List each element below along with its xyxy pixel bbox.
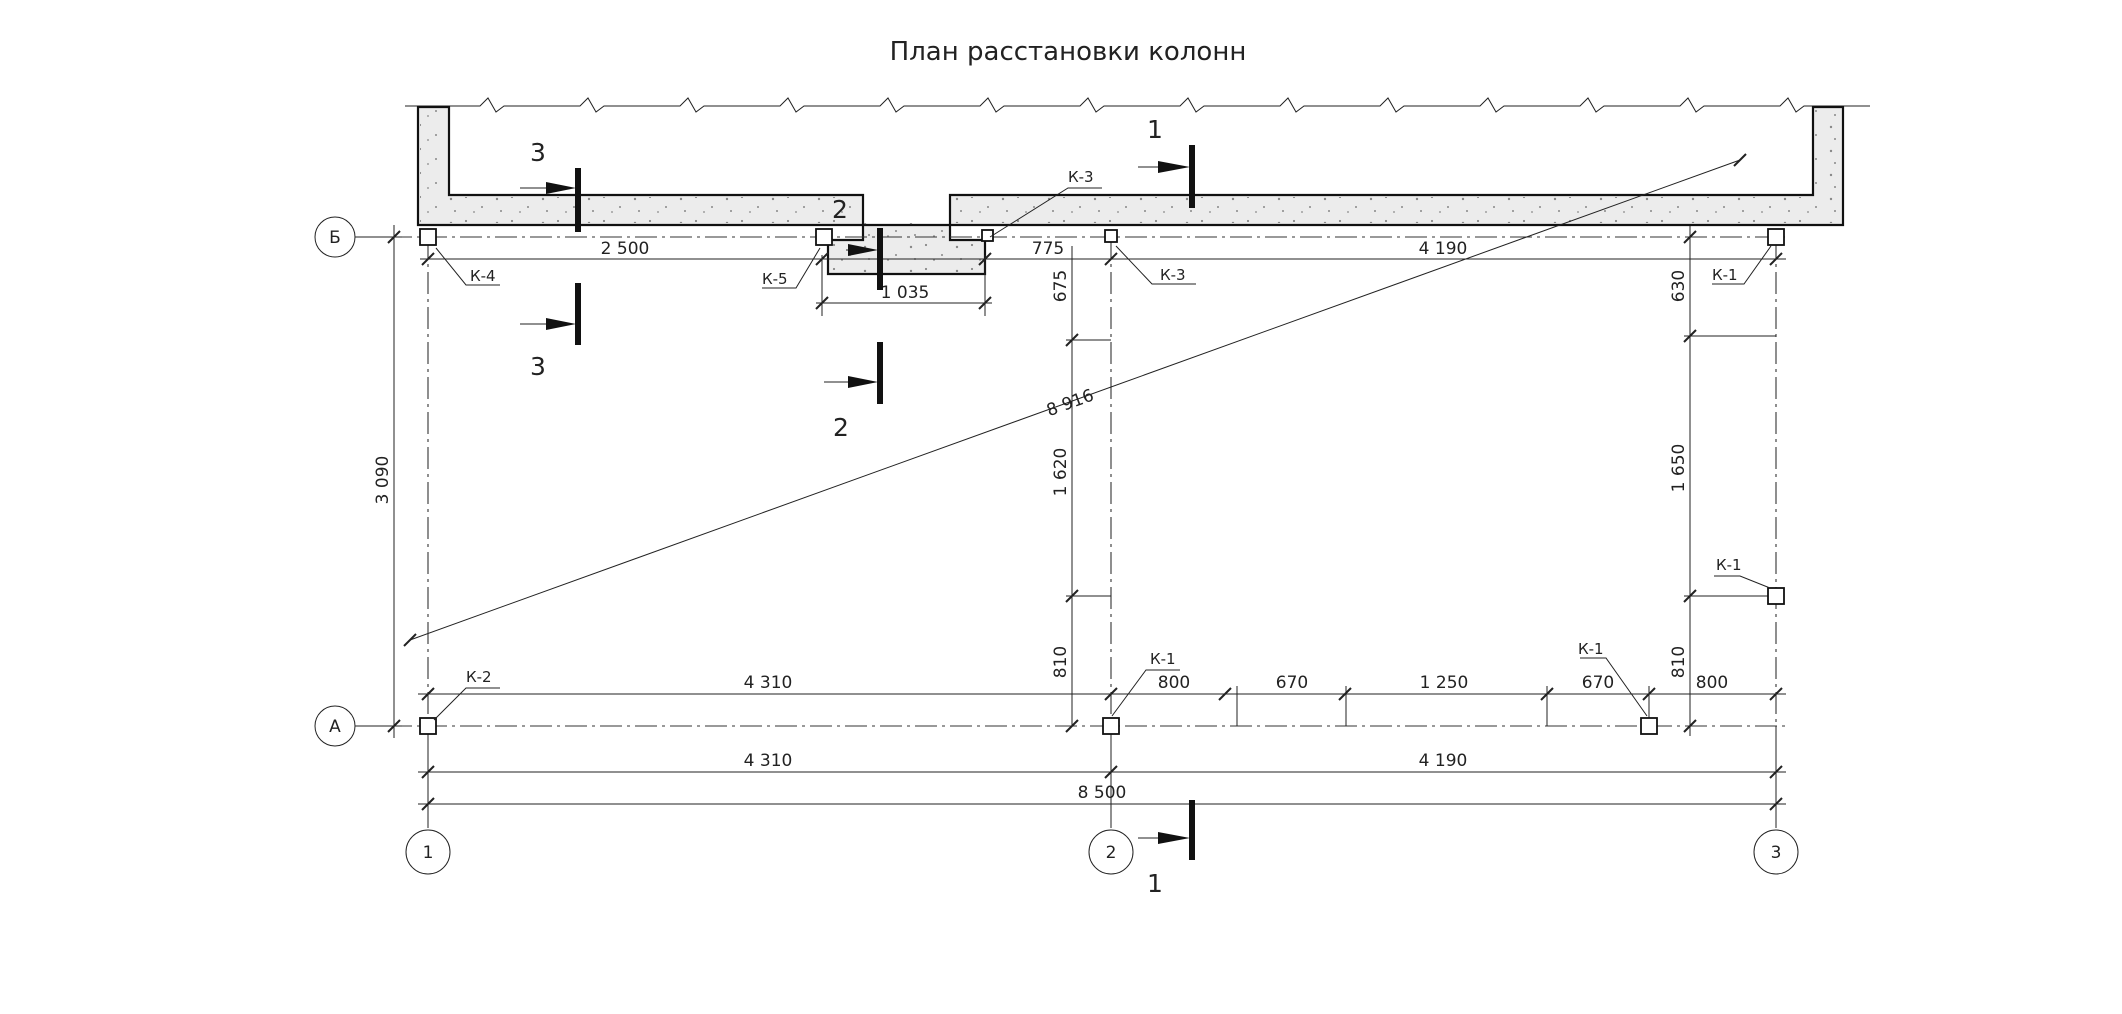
column-mark: К-1	[1712, 266, 1738, 284]
column-k3-a	[981, 229, 994, 242]
axis-col-1: 1	[405, 829, 451, 875]
column-mark: К-3	[1068, 168, 1094, 186]
section-label: 3	[530, 138, 546, 167]
dim-810-right: 810	[1669, 646, 1689, 678]
dim-630: 630	[1669, 270, 1689, 302]
dim-670-right: 670	[1582, 673, 1614, 693]
section-label: 2	[832, 195, 848, 224]
column-k2	[419, 717, 437, 735]
column-mark: К-3	[1160, 266, 1186, 284]
axis-col-3: 3	[1753, 829, 1799, 875]
dim-810-left: 810	[1051, 646, 1071, 678]
column-mark: К-1	[1578, 640, 1604, 658]
axis-col-2: 2	[1088, 829, 1134, 875]
dim-1650: 1 650	[1669, 444, 1689, 493]
dimension-labels: 2 500 775 4 190 1 035 675 630 1 620 1 65…	[373, 239, 1728, 803]
column-k1-c	[1102, 717, 1120, 735]
axis-label-a: А	[329, 717, 341, 737]
column-mark: К-5	[762, 270, 788, 288]
axis-bubble	[1088, 829, 1134, 875]
section-label: 3	[530, 352, 546, 381]
dim-675: 675	[1051, 270, 1071, 302]
axis-label-1: 1	[423, 843, 434, 863]
column-mark: К-4	[470, 267, 496, 285]
column-k5	[815, 228, 833, 246]
axis-bubble	[1753, 829, 1799, 875]
dim-1035: 1 035	[881, 283, 930, 303]
dim-8916: 8 916	[1044, 386, 1097, 421]
axis-label-2: 2	[1106, 843, 1117, 863]
dim-2500: 2 500	[601, 239, 650, 259]
axis-bubble	[314, 705, 356, 747]
section-label: 1	[1147, 115, 1163, 144]
dim-1620: 1 620	[1051, 448, 1071, 497]
column-mark: К-1	[1716, 556, 1742, 574]
axis-row-b: Б	[314, 216, 356, 258]
break-line	[405, 97, 1870, 113]
columns	[419, 228, 1785, 735]
dim-4190-top: 4 190	[1419, 239, 1468, 259]
column-leaders: К-4 К-5 К-3 К-3 К-1 К-1 К-1 К-1 К-2	[433, 168, 1772, 721]
dim-775: 775	[1032, 239, 1064, 259]
axis-bubble	[405, 829, 451, 875]
column-mark: К-2	[466, 668, 492, 686]
section-label: 1	[1147, 869, 1163, 898]
dim-800-left: 800	[1158, 673, 1190, 693]
dim-4310-bottom: 4 310	[744, 751, 793, 771]
axis-bubble	[314, 216, 356, 258]
section-marker-1: 1 1	[1138, 115, 1195, 898]
dim-1250: 1 250	[1420, 673, 1469, 693]
column-mark: К-1	[1150, 650, 1176, 668]
section-label: 2	[833, 413, 849, 442]
dim-4310-row-a: 4 310	[744, 673, 793, 693]
section-marker-3: 3 3	[520, 138, 581, 381]
column-k1-b	[1767, 587, 1785, 605]
column-k3-b	[1104, 229, 1118, 243]
column-k1-a	[1767, 228, 1785, 246]
column-k1-d	[1640, 717, 1658, 735]
axis-row-a: А	[314, 705, 356, 747]
axis-label-b: Б	[329, 228, 341, 248]
dim-670-left: 670	[1276, 673, 1308, 693]
column-k4	[419, 228, 437, 246]
dim-8500: 8 500	[1078, 783, 1127, 803]
dim-3090: 3 090	[373, 456, 393, 505]
dim-800-right: 800	[1696, 673, 1728, 693]
dim-4190-bottom: 4 190	[1419, 751, 1468, 771]
plan-title: План расстановки колонн	[890, 37, 1247, 67]
section-marker-2: 2 2	[824, 195, 883, 442]
axis-label-3: 3	[1771, 843, 1782, 863]
grid-lines	[355, 236, 1785, 828]
dimension-lines	[387, 153, 1786, 811]
